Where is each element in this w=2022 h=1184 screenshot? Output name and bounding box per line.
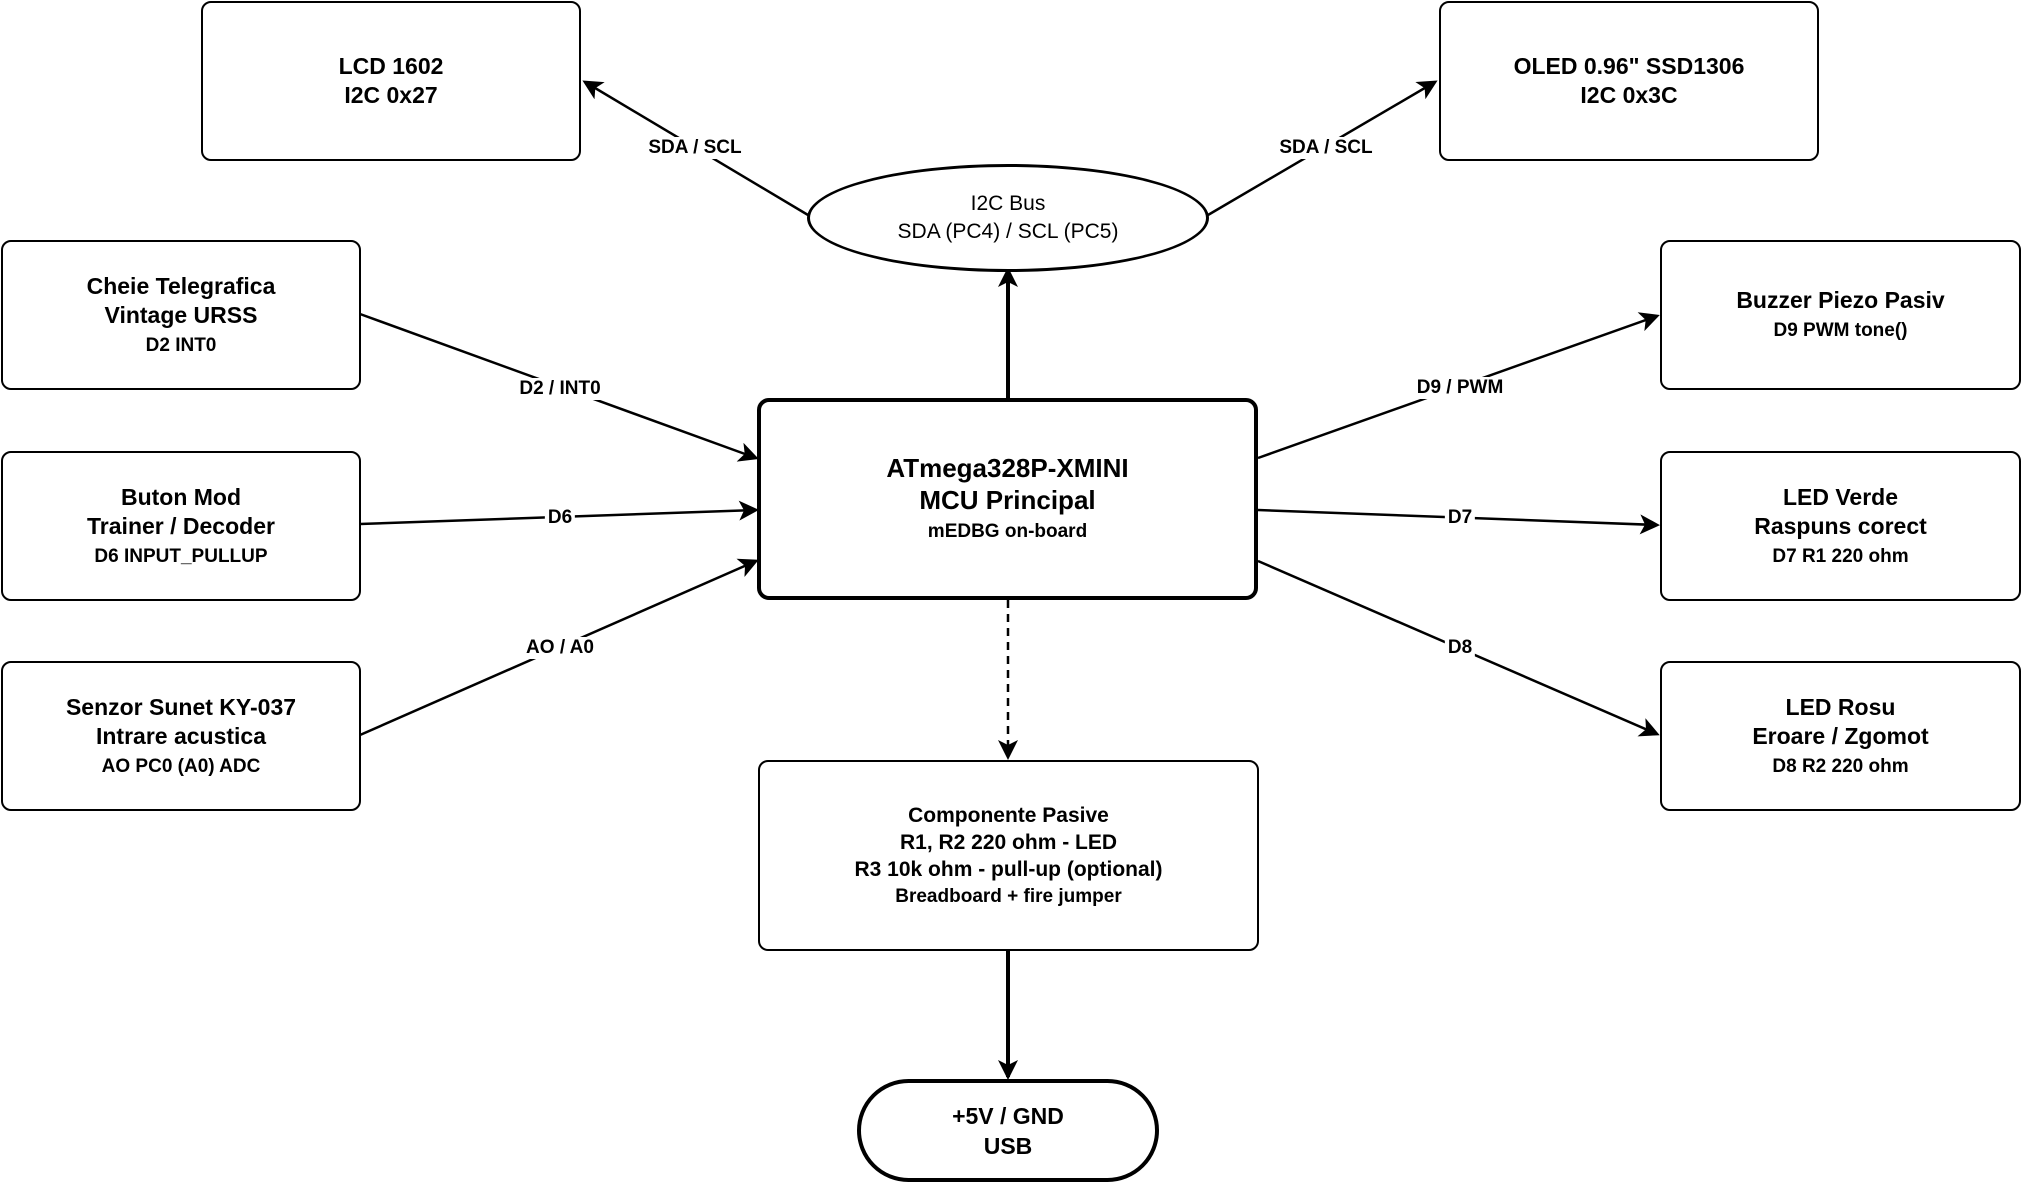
node-line-breadboard: Breadboard + fire jumper <box>895 885 1122 907</box>
node-title: I2C Bus <box>970 192 1046 215</box>
node-title: Componente Pasive <box>908 803 1109 827</box>
node-subtitle: Intrare acustica <box>95 722 267 749</box>
node-title: OLED 0.96" SSD1306 <box>1513 53 1745 79</box>
node-title: LCD 1602 <box>338 53 444 79</box>
buzzer-node: Buzzer Piezo Pasiv D9 PWM tone() <box>1660 240 2021 390</box>
node-subtitle: Vintage URSS <box>104 301 258 328</box>
node-pin: D2 INT0 <box>145 334 217 356</box>
node-subtitle: SDA (PC4) / SCL (PC5) <box>897 220 1119 243</box>
node-title: Senzor Sunet KY-037 <box>65 693 297 720</box>
oled-ssd1306-node: OLED 0.96" SSD1306 I2C 0x3C <box>1439 1 1819 161</box>
node-title: ATmega328P-XMINI <box>886 453 1129 483</box>
node-line-pullup: R3 10k ohm - pull-up (optional) <box>854 857 1163 881</box>
node-subtitle: I2C 0x3C <box>1580 82 1678 108</box>
node-title: LED Verde <box>1782 483 1899 510</box>
node-line-resistors-led: R1, R2 220 ohm - LED <box>899 830 1118 854</box>
node-pin: AO PC0 (A0) ADC <box>101 755 261 777</box>
node-pin: D7 R1 220 ohm <box>1772 545 1909 567</box>
led-red-node: LED Rosu Eroare / Zgomot D8 R2 220 ohm <box>1660 661 2021 811</box>
mcu-atmega328p-node: ATmega328P-XMINI MCU Principal mEDBG on-… <box>757 398 1258 600</box>
node-title: +5V / GND <box>952 1102 1064 1129</box>
node-subtitle: I2C 0x27 <box>344 82 438 108</box>
node-note: mEDBG on-board <box>927 521 1088 542</box>
edge-label-i2c-lcd: SDA / SCL <box>645 137 745 159</box>
node-title: Buton Mod <box>120 483 242 510</box>
edge-label-mcu-buzzer: D9 / PWM <box>1413 377 1507 399</box>
node-title: Buzzer Piezo Pasiv <box>1736 287 1945 313</box>
lcd-1602-node: LCD 1602 I2C 0x27 <box>201 1 581 161</box>
edge-label-i2c-oled: SDA / SCL <box>1276 137 1376 159</box>
node-subtitle: Eroare / Zgomot <box>1752 722 1929 749</box>
edge-label-mcu-green: D7 <box>1444 507 1476 529</box>
node-subtitle: MCU Principal <box>919 485 1096 515</box>
edge-label-key-mcu: D2 / INT0 <box>516 378 604 400</box>
node-title: Cheie Telegrafica <box>86 272 276 299</box>
edge-label-sensor-mcu: AO / A0 <box>523 637 597 659</box>
node-subtitle: USB <box>983 1132 1033 1159</box>
passive-components-node: Componente Pasive R1, R2 220 ohm - LED R… <box>758 760 1259 951</box>
telegraph-key-node: Cheie Telegrafica Vintage URSS D2 INT0 <box>1 240 361 390</box>
node-subtitle: Raspuns corect <box>1754 512 1927 539</box>
led-green-node: LED Verde Raspuns corect D7 R1 220 ohm <box>1660 451 2021 601</box>
mode-button-node: Buton Mod Trainer / Decoder D6 INPUT_PUL… <box>1 451 361 601</box>
power-usb-node: +5V / GND USB <box>857 1079 1159 1182</box>
node-pin: D8 R2 220 ohm <box>1772 755 1909 777</box>
edge-label-button-mcu: D6 <box>544 507 576 529</box>
edge-label-mcu-red: D8 <box>1444 637 1476 659</box>
i2c-bus-node: I2C Bus SDA (PC4) / SCL (PC5) <box>807 164 1209 272</box>
sound-sensor-node: Senzor Sunet KY-037 Intrare acustica AO … <box>1 661 361 811</box>
node-pin: D6 INPUT_PULLUP <box>94 545 268 567</box>
node-title: LED Rosu <box>1785 693 1896 720</box>
node-pin: D9 PWM tone() <box>1773 320 1908 341</box>
node-subtitle: Trainer / Decoder <box>87 512 275 539</box>
